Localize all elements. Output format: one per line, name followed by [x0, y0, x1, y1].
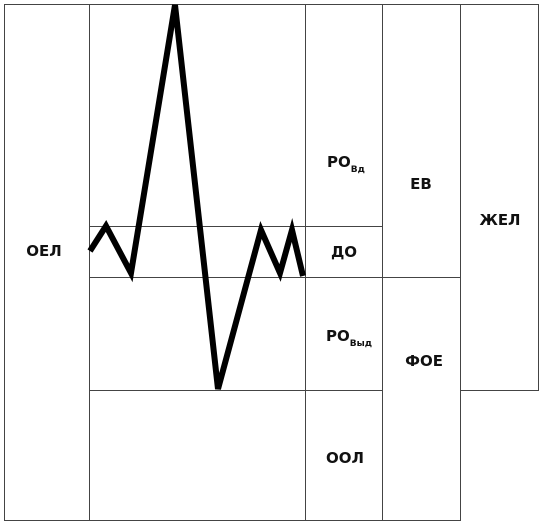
- diagram-grid: [4, 4, 539, 521]
- zhel-label: ЖЕЛ: [479, 211, 520, 229]
- ro-vd-subscript: Вд: [351, 165, 365, 175]
- spirogram-trace: [87, 4, 306, 390]
- foe-cell: [382, 277, 461, 521]
- ro-vyd-main: РО: [326, 327, 350, 345]
- ool-label: ООЛ: [326, 449, 364, 467]
- do-label: ДО: [331, 243, 357, 261]
- ro-vd-label: РОВд: [327, 153, 365, 175]
- zhel-cell: [460, 4, 539, 391]
- ro-vd-main: РО: [327, 153, 351, 171]
- volume-label-column: [305, 4, 383, 521]
- ev-cell: [382, 4, 461, 278]
- foe-label: ФОЕ: [405, 352, 443, 370]
- oel-label: ОЕЛ: [26, 242, 61, 260]
- ro-vyd-subscript: Выд: [350, 339, 372, 349]
- ro-vyd-label: РОВыд: [326, 327, 372, 349]
- ev-label: ЕВ: [410, 175, 432, 193]
- oel-column: [4, 4, 90, 521]
